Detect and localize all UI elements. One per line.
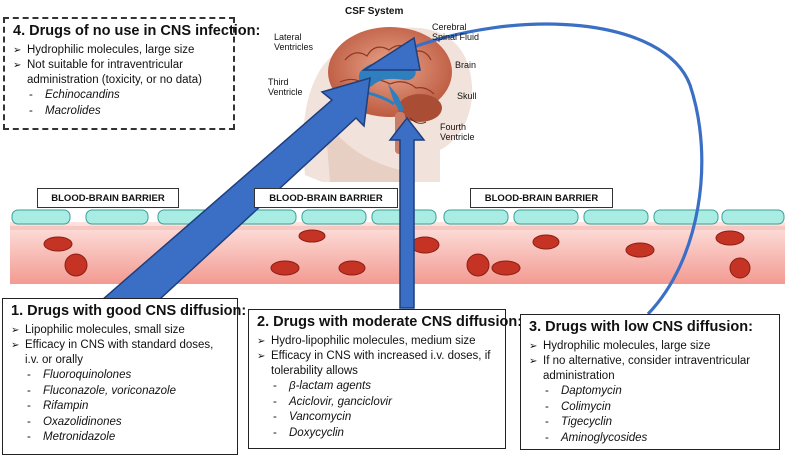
box-moderate-diffusion: 2. Drugs with moderate CNS diffusion: Hy…	[248, 309, 523, 449]
box4-bullet: Hydrophilic molecules, large size	[13, 43, 225, 58]
box2-drug: Aciclovir, ganciclovir	[257, 395, 497, 411]
box3-drug: Tigecyclin	[529, 415, 771, 431]
arrow-low-diffusion-curve	[399, 22, 704, 316]
label-brain: Brain	[455, 60, 477, 70]
arrow-low-diffusion-head	[361, 36, 421, 71]
box2-bullet: Efficacy in CNS with increased i.v. dose…	[257, 349, 497, 379]
csf-diagram-title: CSF System	[345, 6, 404, 17]
box1-drug: Oxazolidinones	[11, 415, 229, 431]
box-good-diffusion: 1. Drugs with good CNS diffusion: Lipoph…	[2, 298, 247, 455]
bbb-label-left: BLOOD-BRAIN BARRIER	[37, 188, 179, 208]
box4-drug: Echinocandins	[13, 88, 225, 104]
box3-drug: Daptomycin	[529, 384, 771, 400]
red-blood-cells	[43, 229, 751, 279]
box3-drug: Aminoglycosides	[529, 431, 771, 447]
box1-drug: Fluconazole, voriconazole	[11, 384, 229, 400]
box-low-diffusion: 3. Drugs with low CNS diffusion: Hydroph…	[520, 314, 780, 450]
box1-title: 1. Drugs with good CNS diffusion:	[11, 303, 247, 319]
box4-drug: Macrolides	[13, 104, 225, 120]
bbb-label-center: BLOOD-BRAIN BARRIER	[254, 188, 398, 208]
box2-drug: β-lactam agents	[257, 379, 497, 395]
box2-drug: Doxycyclin	[257, 426, 497, 442]
blood-vessel	[10, 222, 785, 284]
box2-title: 2. Drugs with moderate CNS diffusion:	[257, 314, 523, 330]
box1-drug: Fluoroquinolones	[11, 368, 229, 384]
box4-title: 4. Drugs of no use in CNS infection:	[13, 23, 261, 39]
box-no-use-drugs: 4. Drugs of no use in CNS infection: Hyd…	[3, 17, 261, 130]
box3-title: 3. Drugs with low CNS diffusion:	[529, 319, 753, 335]
box1-bullet: Efficacy in CNS with standard doses, i.v…	[11, 338, 229, 368]
bbb-label-right: BLOOD-BRAIN BARRIER	[470, 188, 613, 208]
endothelium	[11, 209, 785, 225]
box4-bullet: Not suitable for intraventricular admini…	[13, 58, 225, 88]
box3-bullet: Hydrophilic molecules, large size	[529, 339, 771, 354]
box2-bullet: Hydro-lipophilic molecules, medium size	[257, 334, 497, 349]
box1-bullet: Lipophilic molecules, small size	[11, 323, 229, 338]
box3-drug: Colimycin	[529, 400, 771, 416]
box1-drug: Metronidazole	[11, 430, 229, 446]
box2-drug: Vancomycin	[257, 410, 497, 426]
arrow-moderate-diffusion	[388, 116, 426, 309]
label-skull: Skull	[457, 91, 477, 101]
box1-drug: Rifampin	[11, 399, 229, 415]
box3-bullet: If no alternative, consider intraventric…	[529, 354, 771, 384]
arrow-good-diffusion	[100, 76, 371, 323]
